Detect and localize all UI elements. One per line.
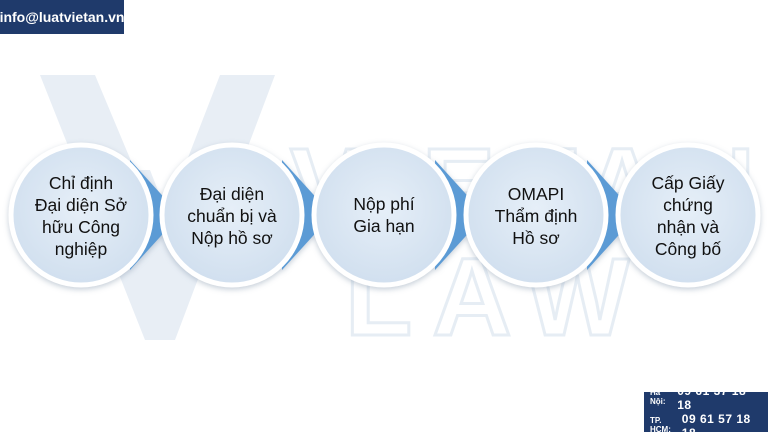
step-3-line-1: Nộp phí <box>353 194 415 214</box>
email-badge[interactable]: info@luatvietan.vn <box>0 0 124 34</box>
step-1-line-2: Đại diện Sở <box>34 195 128 215</box>
step-2-shape <box>159 142 332 288</box>
step-3-label: Nộp phí Gia hạn <box>324 193 444 237</box>
step-5-line-3: nhận và <box>656 217 720 237</box>
hcm-phone[interactable]: 09 61 57 18 18 <box>681 412 751 440</box>
step-5-label: Cấp Giấy chứng nhận và Công bố <box>628 172 748 260</box>
hcm-label: TP. HCM: <box>650 416 671 434</box>
step-1-circle <box>8 142 154 288</box>
contact-row-hanoi: Hà Nội: 09 61 37 18 18 <box>650 384 762 412</box>
step-5-line-4: Công bố <box>654 239 722 259</box>
step-5-circle <box>615 142 761 288</box>
step-5-line-2: chứng <box>663 195 713 215</box>
step-2-line-2: chuẩn bị và <box>187 206 277 226</box>
step-4-line-3: Hồ sơ <box>512 228 560 248</box>
step-4-line-1: OMAPI <box>507 184 565 204</box>
step-5-line-1: Cấp Giấy <box>651 173 725 193</box>
step-3-line-2: Gia hạn <box>353 216 415 236</box>
step-2-circle <box>159 142 305 288</box>
step-4-line-2: Thẩm định <box>494 206 578 226</box>
step-3-circle <box>311 142 457 288</box>
step-1-line-1: Chỉ định <box>48 173 114 193</box>
contact-box: Hà Nội: 09 61 37 18 18 TP. HCM: 09 61 57… <box>644 384 768 440</box>
step-4-circle <box>463 142 609 288</box>
step-4-label: OMAPI Thẩm định Hồ sơ <box>476 183 596 249</box>
email-text: info@luatvietan.vn <box>0 9 125 25</box>
contact-row-hcm: TP. HCM: 09 61 57 18 18 <box>650 412 762 440</box>
hanoi-phone[interactable]: 09 61 37 18 18 <box>677 384 747 412</box>
step-1-label: Chỉ định Đại diện Sở hữu Công nghiệp <box>21 172 141 260</box>
step-5-shape <box>615 142 761 288</box>
step-2-line-1: Đại diện <box>199 184 265 204</box>
step-1-line-3: hữu Công <box>42 217 120 237</box>
step-2-line-3: Nộp hồ sơ <box>191 228 273 248</box>
step-1-shape <box>8 142 180 288</box>
step-1-line-4: nghiệp <box>54 239 108 259</box>
step-3-shape <box>311 142 485 288</box>
hanoi-label: Hà Nội: <box>650 388 666 406</box>
step-2-label: Đại diện chuẩn bị và Nộp hồ sơ <box>172 183 292 249</box>
step-4-shape <box>463 142 637 288</box>
